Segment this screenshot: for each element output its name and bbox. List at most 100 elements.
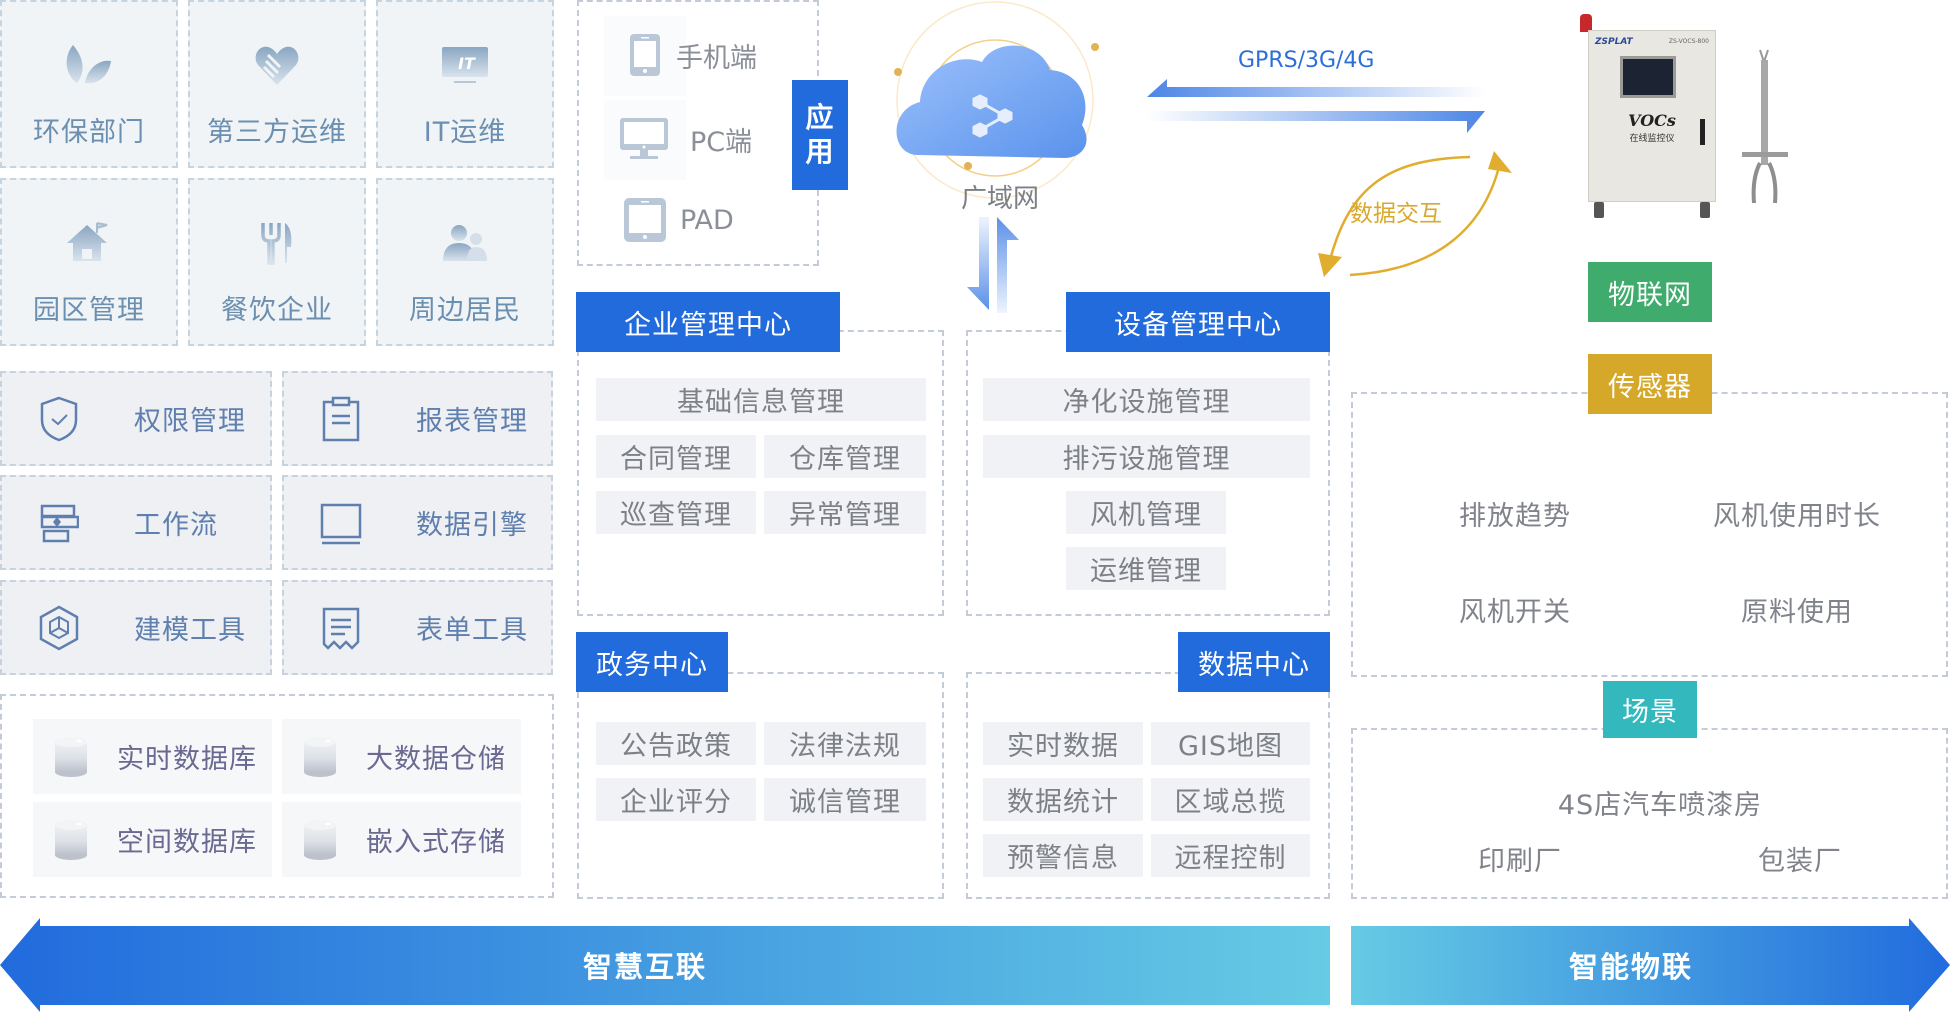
- arrow-down: [967, 217, 989, 310]
- device-screen: [1620, 56, 1676, 98]
- government-item[interactable]: 法律法规: [764, 722, 926, 765]
- application-label: 应 用: [792, 80, 848, 190]
- feature-reports[interactable]: 报表管理: [282, 371, 553, 466]
- enterprise-item[interactable]: 合同管理: [596, 435, 756, 478]
- feature-permission[interactable]: 权限管理: [0, 371, 272, 466]
- feature-label: 工作流: [134, 510, 218, 541]
- sensor-item[interactable]: 风机使用时长: [1713, 501, 1881, 532]
- feature-workflow[interactable]: 工作流: [0, 475, 272, 570]
- government-item[interactable]: 诚信管理: [764, 778, 926, 821]
- storage-panel: [0, 694, 554, 898]
- device-pad[interactable]: PAD: [622, 196, 734, 244]
- arrow-left: [1147, 79, 1485, 97]
- cube-icon: [36, 605, 82, 651]
- data-center-item[interactable]: 数据统计: [983, 778, 1143, 821]
- database-icon: [55, 736, 87, 777]
- storage-label: 实时数据库: [117, 744, 257, 775]
- feature-label: 权限管理: [134, 406, 246, 437]
- user-group-label: 第三方运维: [207, 117, 347, 148]
- storage-label: 大数据仓储: [366, 744, 506, 775]
- device-label: PC端: [690, 126, 753, 158]
- sensor-item[interactable]: 风机开关: [1459, 597, 1571, 628]
- user-group-catering[interactable]: 餐饮企业: [188, 178, 366, 346]
- data-center-item[interactable]: 远程控制: [1151, 834, 1310, 877]
- device-product-sub: 在线监控仪: [1629, 134, 1675, 144]
- gprs-label: GPRS/3G/4G: [1238, 48, 1375, 73]
- enterprise-item[interactable]: 基础信息管理: [596, 378, 926, 421]
- it-monitor-icon: IT: [438, 40, 492, 90]
- government-center-title: 政务中心: [576, 632, 728, 692]
- cloud-wan-graphic: [894, 1, 1099, 199]
- enterprise-center-title: 企业管理中心: [576, 292, 840, 352]
- enterprise-item[interactable]: 仓库管理: [764, 435, 926, 478]
- data-center-panel: [966, 672, 1330, 899]
- device-label: PAD: [680, 204, 734, 236]
- leaf-icon: [62, 40, 116, 90]
- data-center-title: 数据中心: [1178, 632, 1330, 692]
- orbit-ring: [896, 1, 1094, 199]
- sensor-panel: [1351, 392, 1948, 677]
- feature-label: 表单工具: [416, 615, 528, 646]
- data-interaction-arrows: [1318, 151, 1512, 277]
- arrow-right: [1147, 111, 1485, 133]
- feature-label: 建模工具: [134, 615, 246, 646]
- government-center-panel: [577, 672, 944, 899]
- sensor-item[interactable]: 排放趋势: [1459, 501, 1571, 532]
- device-pc[interactable]: PC端: [618, 116, 752, 162]
- data-center-item[interactable]: 预警信息: [983, 834, 1143, 877]
- feature-data-engine[interactable]: 数据引擎: [282, 475, 553, 570]
- clipboard-icon: [318, 396, 364, 442]
- scene-item[interactable]: 包装厂: [1758, 846, 1842, 877]
- storage-realtime-db[interactable]: 实时数据库: [33, 719, 272, 794]
- device-center-item[interactable]: 运维管理: [1066, 547, 1226, 590]
- application-label-char: 用: [805, 135, 835, 168]
- data-center-item[interactable]: 实时数据: [983, 722, 1143, 765]
- device-handle: [1700, 119, 1705, 145]
- people-icon: [438, 218, 492, 268]
- device-center-item[interactable]: 风机管理: [1066, 491, 1226, 534]
- scene-item[interactable]: 印刷厂: [1478, 846, 1562, 877]
- device-cabinet: ZSPLAT ZS-VOCS-800 VOCs 在线监控仪: [1588, 30, 1716, 202]
- smart-interconnect-banner: 智慧互联: [582, 950, 707, 984]
- storage-spatial-db[interactable]: 空间数据库: [33, 802, 272, 877]
- cloud-icon: [896, 45, 1087, 158]
- phone-icon: [630, 34, 660, 76]
- database-icon: [304, 819, 336, 860]
- database-icon: [304, 736, 336, 777]
- user-group-environment[interactable]: 环保部门: [0, 0, 178, 168]
- user-group-it[interactable]: IT IT运维: [376, 0, 554, 168]
- feature-modeling[interactable]: 建模工具: [0, 580, 272, 675]
- device-phone[interactable]: 手机端: [628, 32, 757, 78]
- shield-check-icon: [36, 396, 82, 442]
- device-center-item[interactable]: 净化设施管理: [983, 378, 1310, 421]
- enterprise-item[interactable]: 异常管理: [764, 491, 926, 534]
- storage-label: 空间数据库: [117, 827, 257, 858]
- sensor-item[interactable]: 原料使用: [1741, 597, 1853, 628]
- device-center-item[interactable]: 排污设施管理: [983, 435, 1310, 478]
- feature-form-tools[interactable]: 表单工具: [282, 580, 553, 675]
- government-item[interactable]: 企业评分: [596, 778, 756, 821]
- user-group-park[interactable]: 园区管理: [0, 178, 178, 346]
- feature-label: 数据引擎: [416, 510, 528, 541]
- workflow-icon: [36, 500, 82, 546]
- user-group-label: 环保部门: [33, 117, 145, 148]
- data-center-item[interactable]: 区域总揽: [1151, 778, 1310, 821]
- user-group-residents[interactable]: 周边居民: [376, 178, 554, 346]
- storage-big-data-warehouse[interactable]: 大数据仓储: [282, 719, 521, 794]
- fork-knife-icon: [250, 218, 304, 268]
- vertical-sync-arrows: [967, 217, 1019, 313]
- application-label-char: 应: [805, 101, 835, 134]
- enterprise-item[interactable]: 巡查管理: [596, 491, 756, 534]
- data-center-item[interactable]: GIS地图: [1151, 722, 1310, 765]
- iot-label: 物联网: [1588, 262, 1712, 322]
- storage-embedded[interactable]: 嵌入式存储: [282, 802, 521, 877]
- user-group-label: IT运维: [423, 117, 507, 148]
- user-group-third-party[interactable]: 第三方运维: [188, 0, 366, 168]
- device-wheel: [1700, 202, 1710, 218]
- user-group-label: 周边居民: [409, 295, 521, 326]
- storage-label: 嵌入式存储: [366, 827, 506, 858]
- gprs-arrows: [1147, 79, 1485, 133]
- government-item[interactable]: 公告政策: [596, 722, 756, 765]
- scene-item[interactable]: 4S店汽车喷漆房: [1557, 790, 1763, 821]
- feature-label: 报表管理: [416, 406, 528, 437]
